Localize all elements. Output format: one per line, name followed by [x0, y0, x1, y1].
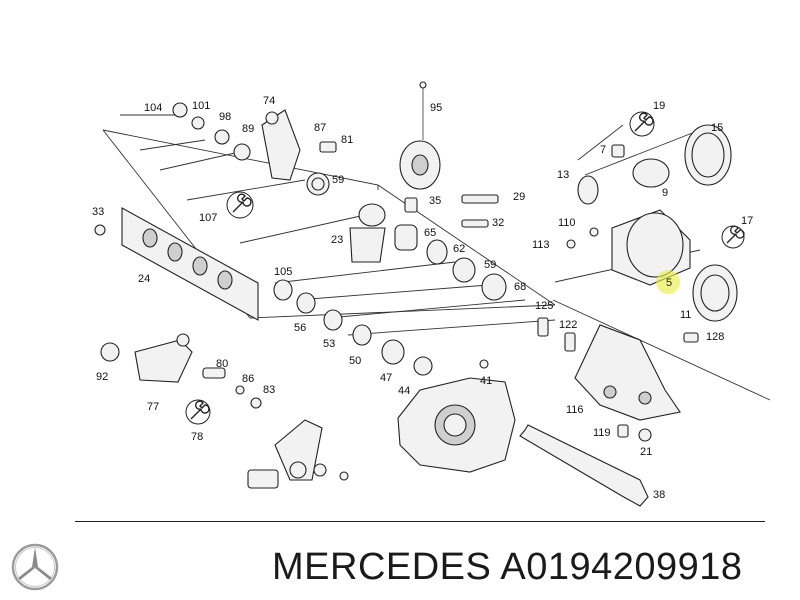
callout-label: 128 [706, 331, 724, 343]
callout-label: 74 [263, 95, 275, 107]
callout-label: 50 [349, 355, 361, 367]
callout-label: 116 [566, 404, 584, 416]
callout-label: 81 [341, 134, 353, 146]
wrench-icon [185, 399, 211, 425]
mercedes-star-icon [11, 543, 59, 591]
callout-label: 98 [219, 111, 231, 123]
callout-label: 77 [147, 401, 159, 413]
part-number: A0194209918 [500, 546, 743, 588]
callout-label: 80 [216, 358, 228, 370]
sensor-95 [399, 81, 441, 190]
exploded-parts-diagram: 104 101 98 74 89 87 81 95 59 107 35 29 3… [92, 81, 771, 507]
callout-label: 47 [380, 372, 392, 384]
callout-label: 104 [144, 102, 162, 114]
callout-label: 59 [484, 259, 496, 271]
callout-label: 38 [653, 489, 665, 501]
callout-label: 17 [741, 215, 753, 227]
callout-label: 33 [92, 206, 104, 218]
highlight-marker [656, 270, 680, 294]
callout-label: 13 [557, 169, 569, 181]
callout-label: 113 [532, 239, 550, 251]
callout-label: 122 [559, 319, 577, 331]
callout-label: 44 [398, 385, 410, 397]
callout-label: 68 [514, 281, 526, 293]
wrench-icon [226, 191, 254, 219]
callout-label: 92 [96, 371, 108, 383]
callout-label: 56 [294, 322, 306, 334]
mounting-bracket-116 [537, 317, 699, 442]
wrench-icon [721, 225, 745, 249]
callout-label: 125 [535, 300, 553, 312]
camshaft-38 [519, 424, 649, 507]
bracket-plate-24 [94, 207, 259, 321]
callout-label: 105 [274, 266, 292, 278]
callout-label: 9 [662, 187, 668, 199]
callout-label-highlighted: 5 [666, 277, 672, 289]
brake-booster-assembly [566, 124, 738, 322]
callout-label: 21 [640, 446, 652, 458]
callout-label: 95 [430, 102, 442, 114]
callout-label: 89 [242, 123, 254, 135]
callout-label: 65 [424, 227, 436, 239]
callout-label: 23 [331, 234, 343, 246]
callout-label: 107 [199, 212, 217, 224]
callout-label: 29 [513, 191, 525, 203]
wrench-icon [629, 111, 655, 137]
middle-parts [273, 194, 507, 376]
callout-label: 19 [653, 100, 665, 112]
callout-label: 15 [711, 122, 723, 134]
callout-label: 7 [600, 144, 606, 156]
callout-labels: 104 101 98 74 89 87 81 95 59 107 35 29 3… [92, 95, 753, 501]
callout-label: 86 [242, 373, 254, 385]
callout-label: 59 [332, 174, 344, 186]
brand-name: MERCEDES [272, 546, 492, 588]
callout-label: 119 [593, 427, 611, 439]
callout-label: 24 [138, 273, 150, 285]
callout-label: 62 [453, 243, 465, 255]
divider-line [75, 521, 765, 522]
callout-label: 101 [192, 100, 210, 112]
callout-label: 110 [558, 217, 576, 229]
housing-44 [397, 377, 516, 473]
callout-label: 41 [480, 375, 492, 387]
callout-label: 35 [429, 195, 441, 207]
callout-label: 32 [492, 217, 504, 229]
callout-label: 83 [263, 384, 275, 396]
lower-left-parts [100, 333, 349, 489]
callout-label: 11 [680, 309, 691, 321]
callout-label: 78 [191, 431, 203, 443]
upper-ring-parts [172, 102, 337, 196]
callout-label: 87 [314, 122, 326, 134]
part-title: MERCEDES A0194209918 [272, 546, 743, 589]
callout-label: 53 [323, 338, 335, 350]
